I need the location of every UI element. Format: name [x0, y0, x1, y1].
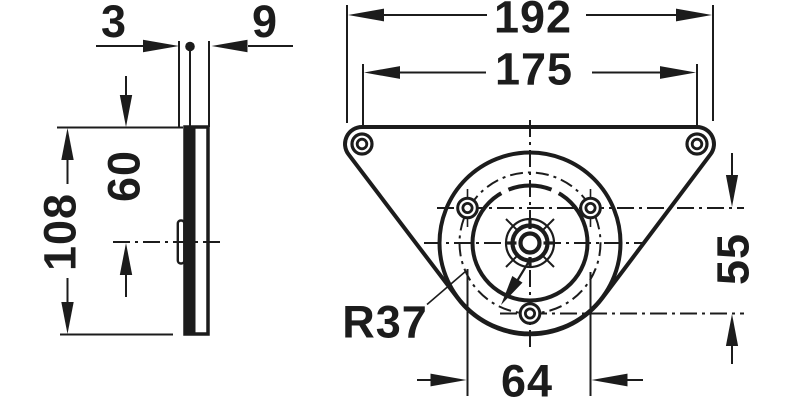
arrowhead [61, 302, 74, 334]
arrowhead [725, 175, 739, 207]
arrowhead [143, 39, 179, 53]
corner-hole-left [350, 132, 374, 156]
arrowhead [119, 95, 133, 127]
tube-circle-break [549, 185, 561, 197]
hub-spoke [542, 255, 555, 268]
dim-label-center-hole-offset: 55 [708, 233, 759, 285]
tube-circle-break [499, 185, 511, 197]
arrowhead [211, 39, 248, 53]
hole-bore [690, 137, 704, 151]
arrowhead [119, 243, 133, 275]
dim-label-screw-hole-spacing: 64 [501, 356, 553, 400]
dim-label-height: 108 [35, 193, 86, 271]
hub-bore [518, 231, 542, 255]
dim-label-top-to-center: 60 [99, 150, 150, 202]
arrowhead [676, 8, 712, 22]
arrowhead [725, 314, 739, 346]
hub-spoke [505, 255, 518, 268]
dim-label-thickness: 3 [101, 0, 127, 47]
arrowhead [364, 66, 400, 79]
screw-hole-left [456, 189, 479, 227]
arrowhead [61, 128, 74, 160]
screw-hole-bottom [518, 302, 542, 325]
arrowhead [591, 373, 628, 387]
arrowhead [348, 8, 384, 22]
arrowhead [660, 66, 696, 79]
hole-bore [461, 201, 474, 214]
screw-hole-right [579, 189, 602, 227]
hub [504, 217, 556, 269]
dim-label-corner-hole-spacing: 175 [495, 44, 573, 95]
hole-bore [355, 137, 369, 151]
dim-label-depth: 9 [252, 0, 278, 47]
dim-label-width: 192 [494, 0, 572, 43]
side-plate-section [185, 127, 196, 334]
hole-bore [524, 307, 537, 320]
hub-spoke [505, 218, 518, 231]
hole-bore [584, 201, 597, 214]
radius-leader-line [426, 270, 467, 306]
side-view: 3 9 108 60 [35, 0, 293, 336]
arrowhead [501, 276, 523, 305]
dim-label-bolt-circle-radius: R37 [342, 297, 428, 348]
arrowhead [430, 373, 467, 387]
hub-spoke [542, 218, 555, 231]
side-plate-step [183, 147, 187, 334]
corner-hole-right [685, 132, 709, 156]
front-view: 192 175 55 64 R37 [342, 0, 758, 400]
dimension-dot [185, 41, 195, 52]
